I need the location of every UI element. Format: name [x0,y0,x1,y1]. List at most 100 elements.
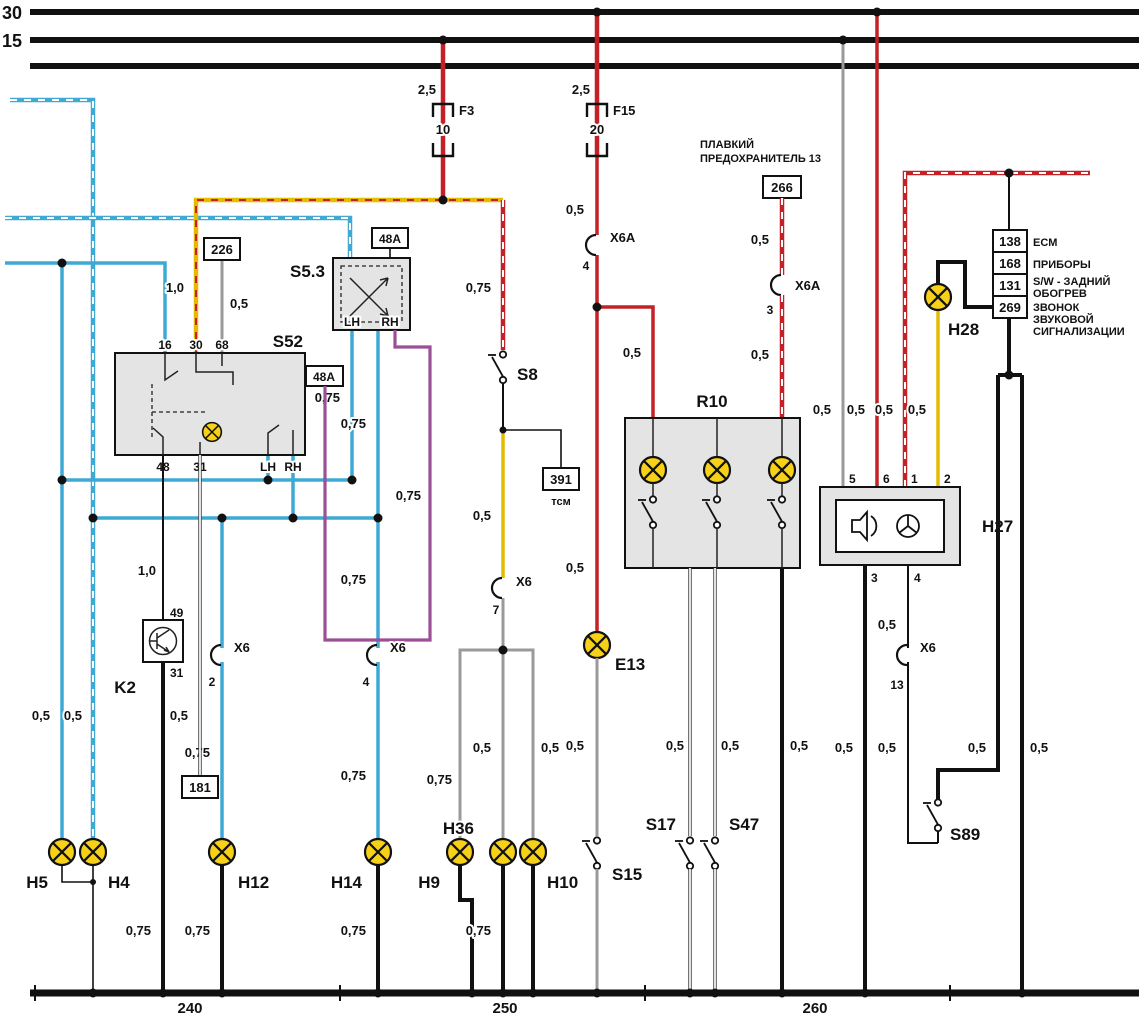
fuse-f15-column: 2,5 F15 20 X6A 4 0,5 0,5 0,5 E13 0,5 S15 [564,12,655,993]
component-name-k2: K2 [114,678,136,697]
connector-x6-4-icon [365,643,379,667]
wire-h9-ground [458,865,474,993]
gauge-label: 0,5 [790,738,808,753]
gauge-label: 0,5 [473,740,491,755]
wire-purple-48a [323,330,432,642]
s52-pin-68: 68 [215,338,229,352]
connector-x6a-3-name: X6A [795,278,821,293]
unit-k2: 1,0 49 31 K2 0,75 0,5 181 [112,455,219,993]
lamp-h12-icon [207,837,237,867]
h27-pin-1: 1 [911,472,918,486]
component-name-e13: E13 [615,655,645,674]
lamp-h9-icon [445,837,475,867]
gauge-label: 0,5 [566,560,584,575]
ref-181-label: 181 [189,780,211,795]
wire-striped-cyan-left [10,97,96,839]
wire-striped-h27-1 [902,170,1090,487]
gauge-label: 0,5 [230,296,248,311]
gauge-label: 0,75 [126,923,151,938]
gauge-label: 0,5 [1030,740,1048,755]
ref-138-num: 138 [999,234,1021,249]
connector-x6-13-pin: 13 [890,678,904,692]
wire-h28-feed [936,260,993,309]
fuse-f15-rating: 20 [590,122,604,137]
gauge-label: 0,5 [473,508,491,523]
lamp-s52-icon [201,421,223,443]
h27-inner-box [835,499,945,553]
ref-box-391 [542,467,580,491]
unit-s52: 1,0 0,5 226 S52 16 30 68 48 31 LH RH 48A [114,237,344,476]
power-rails: 30 15 [0,1,1139,69]
ref-269-label-3: СИГНАЛИ3АЦИИ [1033,326,1125,338]
wire-yellow-red-feed [193,197,503,353]
s52-internals [151,353,294,455]
ref-48a-top-label: 48A [379,232,401,246]
component-name-h12: H12 [238,873,269,892]
gauge-label: 0,75 [341,572,366,587]
gauge-label: 0,5 [721,738,739,753]
wire-cyan-s52-pin16 [5,261,167,353]
unit-h27: 0,5 0,5 0,5 0,5 5 6 1 2 H27 3 4 0,5 0,5 … [811,12,1090,993]
gauge-label: 0,75 [185,923,210,938]
wire-gray-h9 [458,648,503,839]
ground-rail-ticks [34,985,951,1001]
lamp-h10-icon [518,837,548,867]
wire-h5-h4-ground [61,865,94,993]
ref-266-label: 266 [771,180,793,195]
gauge-label: 0,75 [466,280,491,295]
gauge-label: 2,5 [572,82,590,97]
gauge-label: 0,5 [751,347,769,362]
ref-269-label-2: ЗВУКОВОЙ [1033,313,1094,326]
component-name-s8: S8 [517,365,538,384]
component-name-h4: H4 [108,873,130,892]
ref-269-label-1: ЗВОНОК [1033,302,1080,314]
fuse-f3-icon [431,102,455,158]
gauge-label: 0,5 [878,740,896,755]
connector-x6-7-pin: 7 [493,603,500,617]
connector-x6-2-name: X6 [234,640,250,655]
purple-wiring: 0,75 [323,330,432,642]
component-name-h36: H36 [443,819,474,838]
fuse-f3-name: F3 [459,103,474,118]
component-name-s52: S52 [273,332,303,351]
gauge-label: 0,5 [566,202,584,217]
component-name-h9: H9 [418,873,440,892]
left-lamps: 0,5 0,5 H5 H4 H12 0,75 H14 0,75 [24,706,393,993]
lamp-h28-icon [923,282,953,312]
buzzer-icon [896,514,920,538]
gauge-label: 1,0 [138,563,156,578]
lamp-h4-icon [78,837,108,867]
component-name-h14: H14 [331,873,363,892]
lamp-r10-1-icon [638,455,668,485]
connector-x6a-4-pin: 4 [583,259,590,273]
wire-branch-391 [503,429,562,468]
s52-pin-lh: LH [260,460,276,474]
wire-striped-cyan-mirror-feed [5,215,353,258]
x6-connectors: X6 2 X6 4 0,75 0,75 0,75 [183,570,408,785]
gauge-label: 0,5 [835,740,853,755]
unit-s8: 0,75 S8 391 тсм 0,5 X6 7 [464,278,580,619]
feed-wiring [193,197,562,839]
unit-s53: 48A S5.3 LH RH 0,75 0,75 [288,227,411,433]
gauge-label: 0,5 [847,402,865,417]
component-name-h5: H5 [26,873,48,892]
r10-body [624,417,801,569]
connector-x6a-3-icon [769,273,783,297]
gauge-label: 1,0 [166,280,184,295]
rail-30-label: 30 [2,3,22,23]
ref-131-label-1: S/W - ЗАДНИЙ [1033,275,1110,288]
gauge-label: 0,5 [968,740,986,755]
connector-x6-4-pin: 4 [363,675,370,689]
gauge-label: 0,5 [875,402,893,417]
lamp-e13-icon [582,630,612,660]
junction-dots [57,7,1027,998]
ref-226-label: 226 [211,242,233,257]
s53-pin-lh: LH [344,315,360,329]
gauge-label: 0,5 [623,345,641,360]
center-lamps: 0,75 0,5 0,5 H36 H9 H10 0,75 [416,738,580,993]
section-240: 240 [177,1000,202,1017]
s53-internals [340,265,403,323]
ref-box-181 [181,775,219,799]
ref-269-num: 269 [999,300,1021,315]
